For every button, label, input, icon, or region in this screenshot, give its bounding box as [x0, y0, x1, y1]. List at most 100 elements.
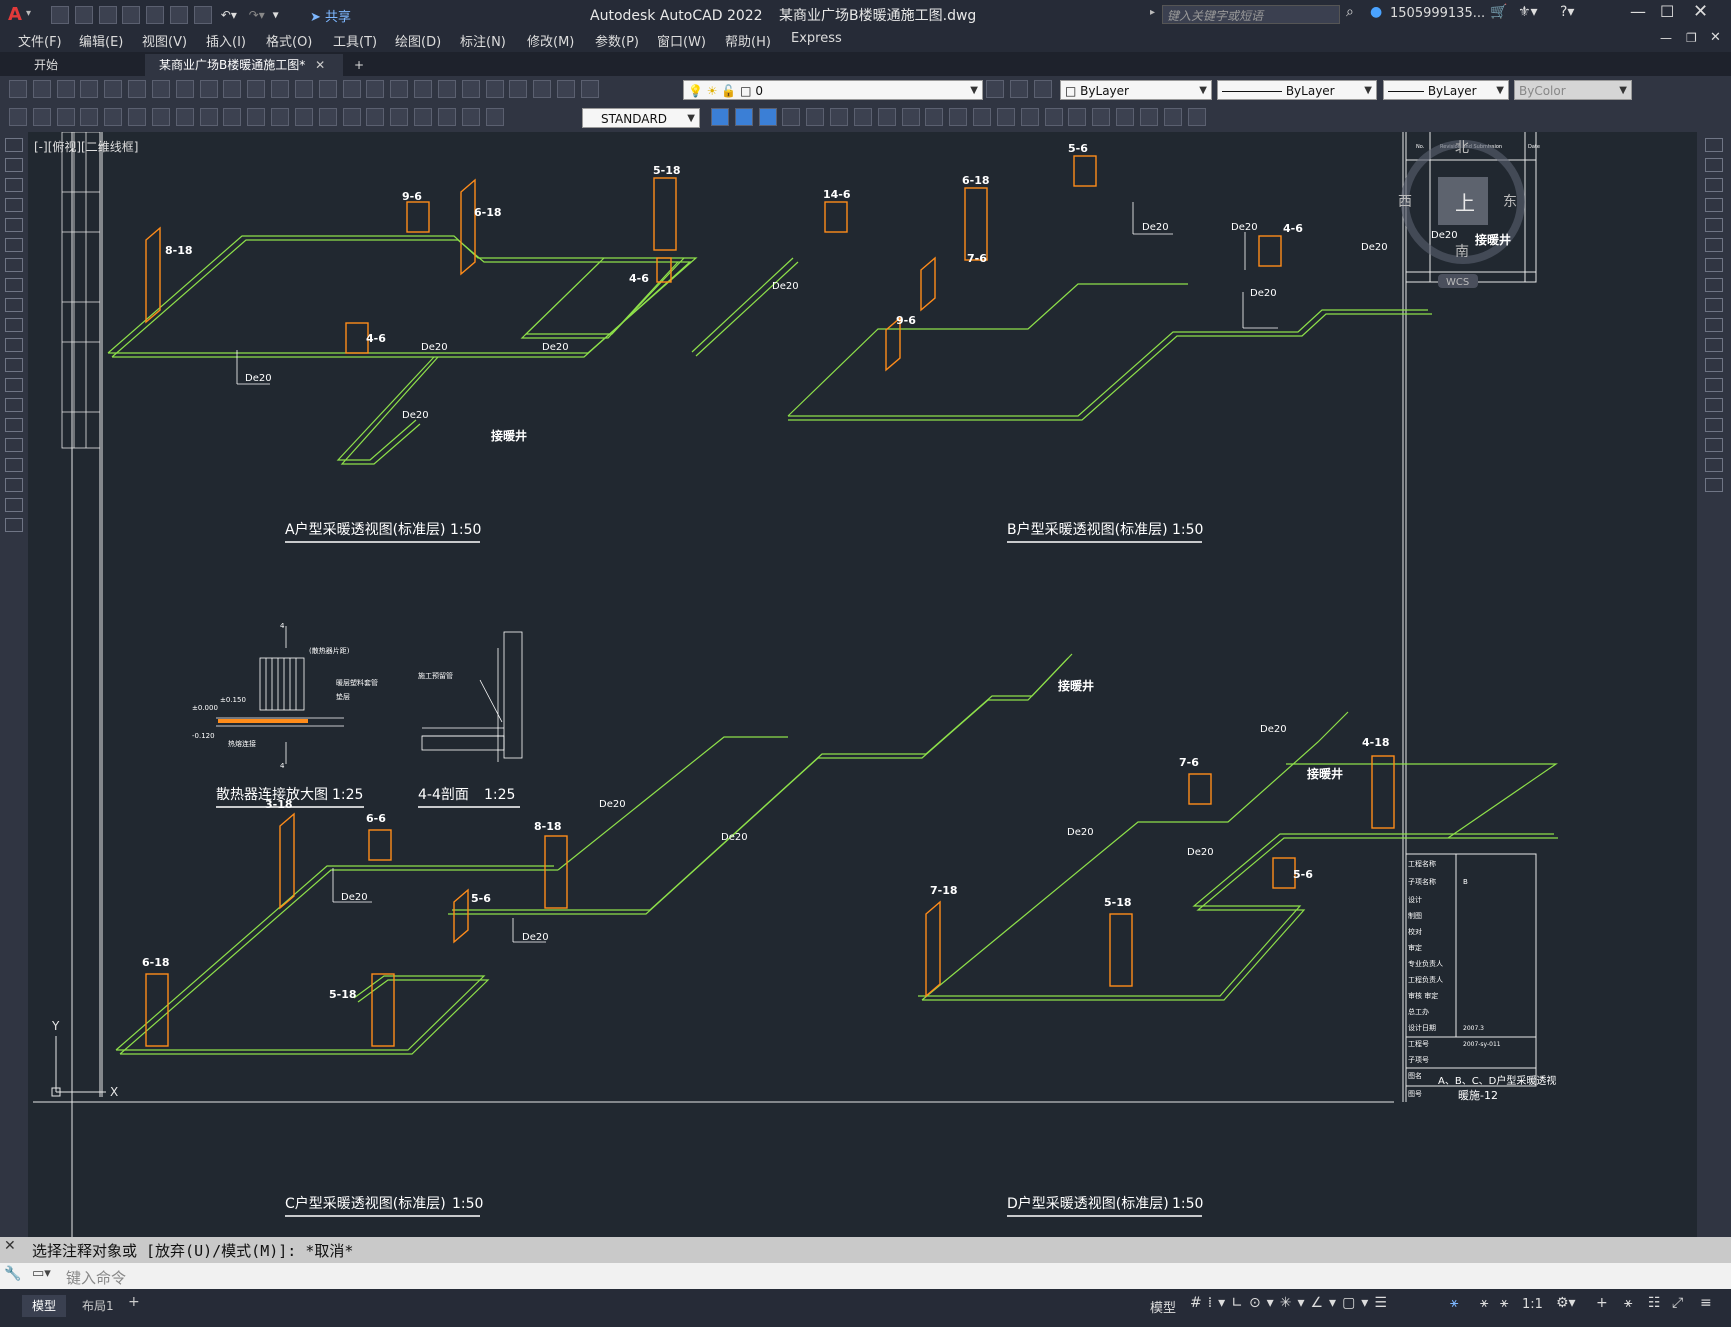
- undo-icon[interactable]: ↶▾: [220, 7, 237, 22]
- baseline-dim-icon[interactable]: [247, 108, 266, 126]
- tolerance-icon[interactable]: [342, 108, 361, 126]
- markup-icon[interactable]: [509, 80, 528, 98]
- help-tool-icon[interactable]: [557, 80, 576, 98]
- copy-object-icon[interactable]: [711, 108, 729, 126]
- ordinate-dim-icon[interactable]: [104, 108, 123, 126]
- clean-screen-icon[interactable]: ⤢: [1672, 1295, 1684, 1311]
- array-side-icon[interactable]: [1705, 218, 1723, 232]
- customization-icon[interactable]: ≡: [1700, 1295, 1712, 1311]
- menu-help[interactable]: 帮助(H): [725, 35, 771, 50]
- aligned-dim-icon[interactable]: [56, 108, 75, 126]
- grid-icon[interactable]: #: [1190, 1295, 1208, 1311]
- command-input[interactable]: 键入命令: [66, 1269, 127, 1287]
- explode-icon[interactable]: [1044, 108, 1063, 126]
- paste-icon[interactable]: [223, 80, 242, 98]
- quick-dim-icon[interactable]: [223, 108, 242, 126]
- customize-qat-icon[interactable]: ▾: [272, 7, 279, 22]
- point-icon[interactable]: [5, 398, 23, 412]
- new-tab-button[interactable]: +: [354, 58, 365, 72]
- tab-drawing[interactable]: 某商业广场B楼暖通施工图* ✕: [145, 54, 343, 76]
- mtext-icon[interactable]: [5, 498, 23, 512]
- image-icon[interactable]: [1187, 108, 1206, 126]
- tab-close-icon[interactable]: ✕: [315, 58, 326, 72]
- linetype-dropdown-icon[interactable]: ▼: [1364, 85, 1372, 96]
- menu-file[interactable]: 文件(F): [18, 35, 62, 50]
- dim-update-icon[interactable]: [485, 108, 504, 126]
- center-mark-icon[interactable]: [366, 108, 385, 126]
- calculator-icon[interactable]: [533, 80, 552, 98]
- command-input-row[interactable]: 🔧 ▭▾ 键入命令: [0, 1263, 1731, 1289]
- polyline-icon[interactable]: [5, 178, 23, 192]
- app-menu-arrow-icon[interactable]: ▾: [26, 8, 32, 19]
- undo-tool-icon[interactable]: [271, 80, 290, 98]
- attribute-icon[interactable]: [1139, 108, 1158, 126]
- dim-space-icon[interactable]: [294, 108, 313, 126]
- explode-side-icon[interactable]: [1705, 478, 1723, 492]
- add-layout-icon[interactable]: +: [128, 1294, 140, 1310]
- rotate-side-icon[interactable]: [1705, 258, 1723, 272]
- angular-dim-icon[interactable]: [199, 108, 218, 126]
- redo-tool-icon[interactable]: [294, 80, 313, 98]
- layer-states-icon[interactable]: [1033, 80, 1052, 98]
- rotate-icon[interactable]: [830, 108, 849, 126]
- arc-icon[interactable]: [5, 238, 23, 252]
- layer-previous-icon[interactable]: [1009, 80, 1028, 98]
- share-button[interactable]: ➤ 共享: [310, 6, 351, 25]
- erase-icon[interactable]: [1705, 138, 1723, 152]
- make-current-icon[interactable]: [986, 80, 1004, 98]
- diameter-dim-icon[interactable]: [175, 108, 194, 126]
- menu-dimension[interactable]: 标注(N): [460, 35, 506, 50]
- trim-side-icon[interactable]: [1705, 318, 1723, 332]
- viewcube-south[interactable]: 南: [1455, 244, 1469, 260]
- insert-block-icon[interactable]: [1116, 108, 1135, 126]
- color-combo[interactable]: □ ByLayer ▼: [1060, 80, 1212, 100]
- polygon-icon[interactable]: [5, 198, 23, 212]
- stretch-icon[interactable]: [877, 108, 896, 126]
- zoom-realtime-icon[interactable]: [342, 80, 361, 98]
- draworder-icon[interactable]: [1068, 108, 1087, 126]
- move-side-icon[interactable]: [1705, 238, 1723, 252]
- dim-edit-icon[interactable]: [437, 108, 456, 126]
- mirror-side-icon[interactable]: [1705, 178, 1723, 192]
- circle-icon[interactable]: [5, 258, 23, 272]
- user-name[interactable]: 1505999135...: [1390, 6, 1486, 21]
- dimstyle-dropdown-icon[interactable]: ▼: [687, 113, 695, 124]
- ortho-icon[interactable]: ∟: [1231, 1295, 1249, 1311]
- save-icon[interactable]: [98, 6, 117, 24]
- insert-block-tool-icon[interactable]: [5, 358, 23, 372]
- doc-minimize-icon[interactable]: —: [1660, 31, 1672, 45]
- scale-icon[interactable]: [853, 108, 872, 126]
- tab-start[interactable]: 开始: [20, 54, 163, 76]
- qnew-icon[interactable]: [9, 80, 27, 98]
- pan-icon[interactable]: [318, 80, 337, 98]
- linetype-combo[interactable]: ByLayer ▼: [1217, 80, 1377, 100]
- tool-palettes-icon[interactable]: [461, 80, 480, 98]
- copy-icon[interactable]: [199, 80, 218, 98]
- viewcube-east[interactable]: 东: [1503, 194, 1517, 210]
- doc-close-icon[interactable]: ✕: [1710, 30, 1721, 45]
- array-icon[interactable]: [782, 108, 801, 126]
- open-from-web-icon[interactable]: [146, 6, 165, 24]
- 3d-print-icon[interactable]: [151, 80, 170, 98]
- plotstyle-combo[interactable]: ByColor ▼: [1514, 80, 1632, 100]
- polar-icon[interactable]: ⊙▾: [1248, 1295, 1280, 1311]
- layer-dropdown-icon[interactable]: ▼: [970, 85, 978, 96]
- extend-icon[interactable]: [925, 108, 944, 126]
- rectangle-icon[interactable]: [5, 218, 23, 232]
- menu-edit[interactable]: 编辑(E): [79, 35, 124, 50]
- new-file-icon[interactable]: [51, 6, 69, 24]
- otrack-icon[interactable]: ∠▾: [1310, 1295, 1343, 1311]
- properties-icon[interactable]: [414, 80, 433, 98]
- menu-express[interactable]: Express: [791, 31, 842, 46]
- join-side-icon[interactable]: [1705, 398, 1723, 412]
- autodesk-app-icon[interactable]: ⚜▾: [1518, 4, 1538, 20]
- user-icon[interactable]: ●: [1370, 4, 1383, 20]
- maximize-icon[interactable]: ☐: [1660, 2, 1675, 21]
- workspace-icon[interactable]: ⚙▾: [1556, 1295, 1576, 1311]
- arc-length-icon[interactable]: [80, 108, 99, 126]
- offset-side-icon[interactable]: [1705, 198, 1723, 212]
- open-icon[interactable]: [32, 80, 51, 98]
- print-icon[interactable]: [80, 80, 99, 98]
- viewcube-north[interactable]: 北: [1455, 140, 1469, 156]
- osnap-icon[interactable]: ✳▾: [1279, 1295, 1311, 1311]
